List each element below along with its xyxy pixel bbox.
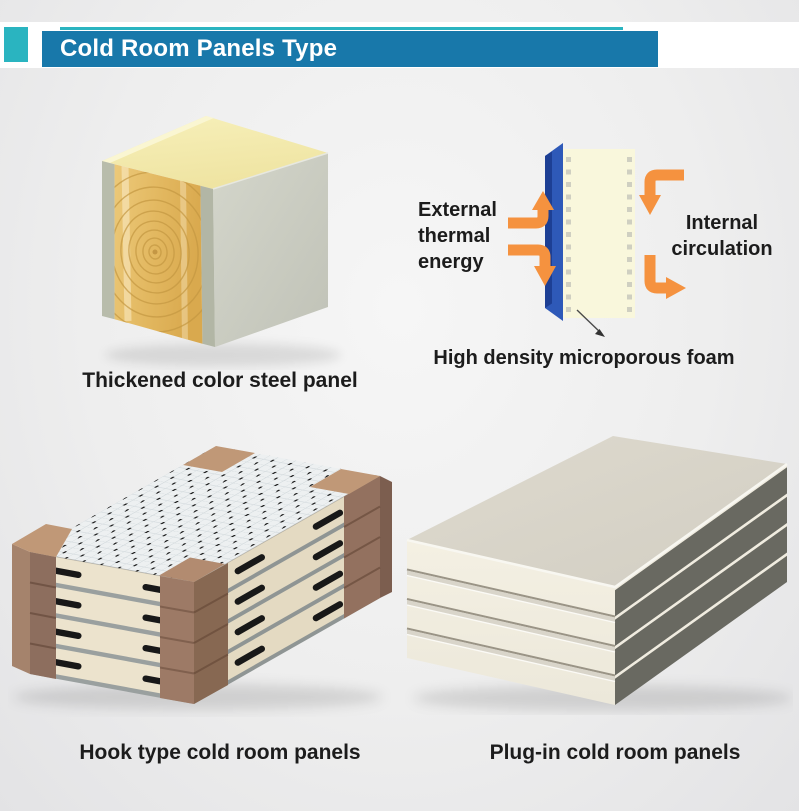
hook-stack-figure bbox=[12, 446, 392, 710]
steel-panel bbox=[545, 143, 563, 321]
foam-diagram-figure bbox=[508, 143, 686, 337]
internal-arrow-out-icon bbox=[644, 255, 667, 294]
external-thermal-label: External thermal energy bbox=[418, 199, 497, 273]
corner-protector-back bbox=[183, 446, 255, 472]
internal-arrow-in-icon bbox=[644, 169, 684, 196]
header-accent-line bbox=[60, 27, 623, 30]
stack-top-face bbox=[406, 436, 788, 589]
thickened-panel-cube-figure bbox=[102, 116, 341, 367]
cube-left-face bbox=[102, 161, 215, 347]
cube-top-face bbox=[102, 116, 328, 189]
page-title: Cold Room Panels Type bbox=[60, 35, 338, 62]
corner-protector-right bbox=[310, 469, 392, 619]
external-arrow-down-icon bbox=[508, 244, 551, 267]
steel-skin-right bbox=[200, 185, 215, 347]
cube-right-face bbox=[212, 152, 329, 347]
thermal-arrowheads bbox=[532, 191, 686, 299]
pointer-arrow-icon bbox=[576, 309, 605, 337]
header-accent-square bbox=[4, 27, 28, 62]
corner-protector-front bbox=[159, 557, 229, 704]
plugin-stack-caption: Plug-in cold room panels bbox=[489, 741, 741, 764]
internal-circulation-label: Internal circulation bbox=[671, 212, 773, 260]
foam-caption: High density microporous foam bbox=[433, 347, 735, 369]
corner-protector-left bbox=[12, 524, 72, 679]
stack-right-face bbox=[615, 464, 787, 705]
steel-skin-left bbox=[102, 161, 115, 320]
cube-caption: Thickened color steel panel bbox=[82, 369, 358, 392]
title-banner: Cold Room Panels Type bbox=[42, 31, 658, 67]
hook-slots-right bbox=[234, 509, 344, 666]
foam-block bbox=[563, 149, 635, 318]
stack-left-face bbox=[30, 552, 194, 704]
stack-left-face bbox=[406, 540, 616, 705]
external-arrow-up-icon bbox=[508, 209, 549, 229]
thermal-arrows bbox=[508, 169, 684, 294]
plugin-stack-figure bbox=[406, 436, 793, 711]
hook-stack-caption: Hook type cold room panels bbox=[79, 741, 361, 764]
cube-shadow bbox=[105, 343, 341, 367]
stack-right-face bbox=[194, 476, 380, 704]
